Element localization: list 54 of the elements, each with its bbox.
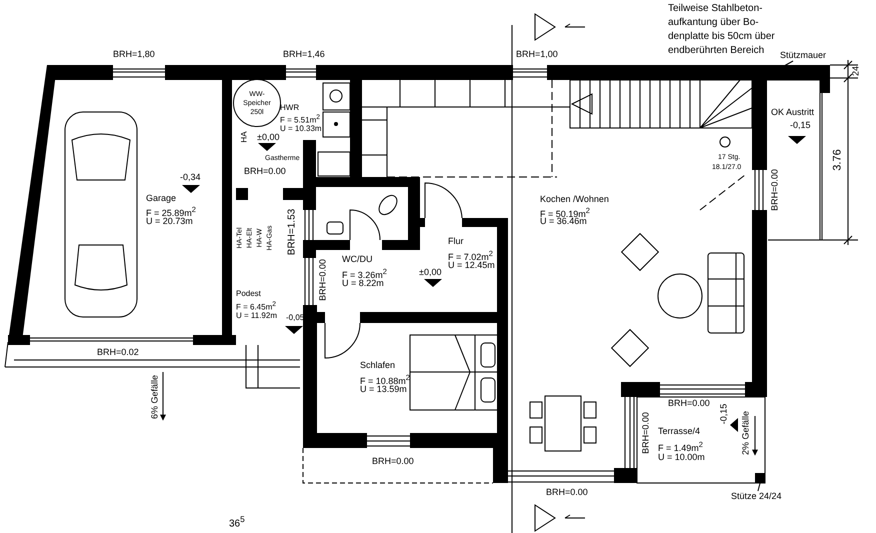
window-sill-height: BRH=0.00 [668,398,710,409]
wall-label: Stützmauer [780,50,826,61]
area-value: U = 36.46m [540,216,587,227]
dimension-text: 3.76 [832,149,844,171]
leader-line [784,60,794,66]
room-name: Flur [448,236,464,247]
elevation-value: ±0,00 [419,267,442,278]
slope-label: 6% Gefälle [150,374,160,420]
area-value: U = 12.45m [448,260,495,271]
area-value: U = 10.00m [658,452,705,463]
area-value: F = 6.45m$^{2}$ [236,300,276,312]
room-name: WC/DU [342,254,372,265]
window-sill-height: BRH=0.00 [244,166,286,177]
leader-line [757,482,761,492]
area-value: U = 11.92m [236,310,277,321]
window-sill-height: BRH=0.00 [546,487,588,498]
area-value: F = 50.19m$^{2}$ [540,205,590,219]
column-label: Stütze 24/24 [731,491,782,502]
area-value: F = 7.02m$^{2}$ [448,248,493,262]
window-sill-height: BRH=1,00 [516,49,558,60]
slope-label: 2% Gefälle [740,410,752,456]
elevation-value: -0,34 [180,172,201,183]
room-name: HWR [280,102,300,113]
room-name: Schlafen [360,360,396,371]
area-value: F = 3.26m$^{2}$ [342,266,387,280]
room-name: OK Austritt [771,107,814,118]
area-value: F = 10.88m$^{2}$ [360,372,410,386]
elevation-value: -0,15 [790,120,811,131]
area-value: U = 13.59m [360,384,407,395]
window-sill-height: BRH=0.00 [318,259,328,301]
elevation-value: ±0,00 [257,132,280,143]
area-value: F = 5.51m$^{2}$ [280,113,320,125]
window-sill-height: BRH=1,80 [113,49,155,60]
room-name: Podest [236,288,261,299]
window-sill-height: BRH=0.02 [97,347,139,358]
room-name: Terrasse/4 [658,426,700,437]
equipment-label: HA [238,131,250,143]
dimension-text: 24 [850,66,862,76]
area-value: F = 25.89m$^{2}$ [146,204,196,218]
dimension-text: 36$^{5}$ [229,514,245,530]
area-value: U = 20.73m [146,216,193,227]
area-value: U = 8.22m [342,278,384,289]
window-sill-height: BRH=1.53 [286,208,298,256]
elevation-value: -0,15 [718,404,730,424]
area-value: F = 1.49m$^{2}$ [658,439,703,454]
room-name: Kochen /Wohnen [540,194,609,205]
tank-circle [233,79,281,127]
window-sill-height: BRH=0.00 [372,456,414,467]
window-sill-height: BRH=0.00 [640,412,652,454]
room-name: Garage [146,193,176,204]
column [755,473,765,483]
window-sill-height: BRH=1,46 [283,49,325,60]
window-sill-height: BRH=0.00 [770,169,780,211]
area-value: U = 10.33m [280,123,322,134]
